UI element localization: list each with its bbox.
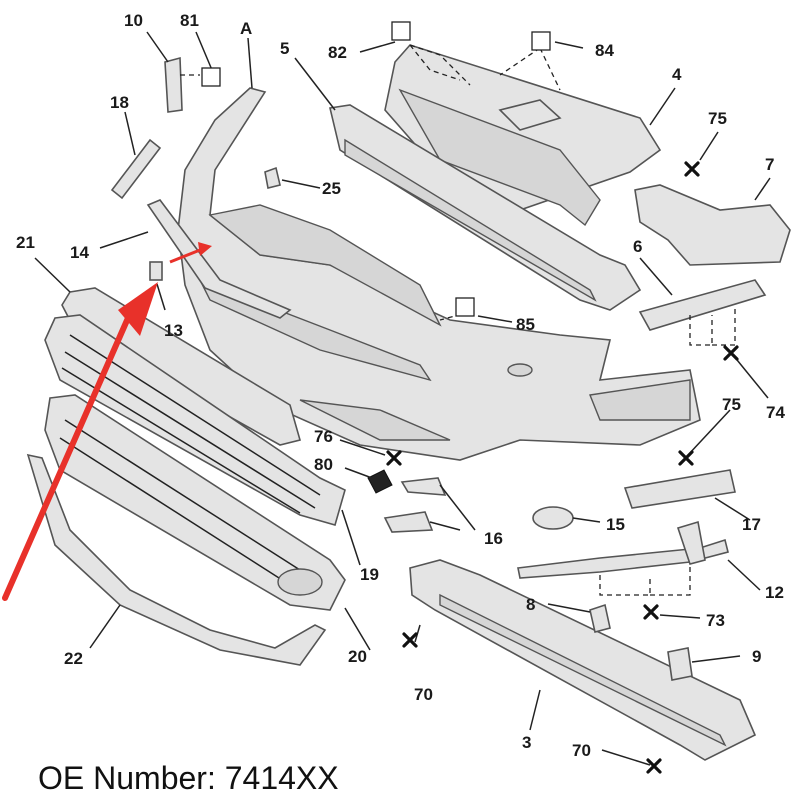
label-6: 6 (633, 237, 642, 256)
part-14-trim (146, 199, 292, 319)
label-9: 9 (752, 647, 761, 666)
part-8-bracket (589, 603, 611, 633)
part-19-middle-grille (44, 314, 346, 526)
fastener-76-icon (386, 450, 402, 466)
label-85: 85 (516, 315, 535, 334)
reference-squares (201, 21, 551, 317)
part-15-tow-cover (532, 506, 574, 530)
label-4: 4 (672, 65, 682, 84)
fastener-marks (386, 161, 739, 774)
label-25: 25 (322, 179, 341, 198)
label-22: 22 (64, 649, 83, 668)
label-3: 3 (522, 733, 531, 752)
label-81: 81 (180, 11, 199, 30)
part-16-brackets (383, 477, 447, 533)
label-16: 16 (484, 529, 503, 548)
part-6-guide (638, 279, 767, 331)
part-17-strip (623, 469, 736, 509)
red-pointer-arrow (2, 242, 212, 601)
fastener-75b-icon (678, 450, 694, 466)
label-76: 76 (314, 427, 333, 446)
part-13-clip (149, 261, 163, 281)
label-17: 17 (742, 515, 761, 534)
label-14: 14 (70, 243, 89, 262)
label-12: 12 (765, 583, 784, 602)
part-18-strip (110, 138, 162, 200)
label-84: 84 (595, 41, 614, 60)
part-20-lower-grille (44, 394, 346, 611)
part-9-bracket (667, 647, 693, 681)
part-10-bracket (164, 56, 183, 113)
label-21: 21 (16, 233, 35, 252)
part-3-beam (409, 559, 757, 761)
label-75b: 75 (722, 395, 741, 414)
fastener-75a-icon (684, 161, 700, 177)
oe-number-caption: OE Number: 7414XX (38, 760, 339, 796)
label-5: 5 (280, 39, 289, 58)
label-7: 7 (765, 155, 774, 174)
label-20: 20 (348, 647, 367, 666)
label-8: 8 (526, 595, 535, 614)
fastener-73-icon (643, 604, 659, 620)
label-75a: 75 (708, 109, 727, 128)
part-7-bracket (634, 184, 791, 266)
part-5-absorber (329, 104, 642, 311)
label-70a: 70 (414, 685, 433, 704)
leader-lines (34, 31, 771, 766)
label-74: 74 (766, 403, 785, 422)
label-73: 73 (706, 611, 725, 630)
label-82: 82 (328, 43, 347, 62)
label-18: 18 (110, 93, 129, 112)
part-80-clip (367, 469, 393, 494)
fastener-70a-icon (402, 632, 418, 648)
fastener-74-icon (723, 345, 739, 361)
part-labels: 10 81 A 5 82 84 4 18 75 7 25 21 14 6 13 … (16, 11, 785, 760)
label-19: 19 (360, 565, 379, 584)
label-70b: 70 (572, 741, 591, 760)
part-12-rail (517, 520, 729, 579)
label-A: A (240, 19, 252, 38)
label-15: 15 (606, 515, 625, 534)
label-80: 80 (314, 455, 333, 474)
label-10: 10 (124, 11, 143, 30)
fastener-70b-icon (646, 758, 662, 774)
label-13: 13 (164, 321, 183, 340)
part-25-clip (264, 166, 281, 189)
